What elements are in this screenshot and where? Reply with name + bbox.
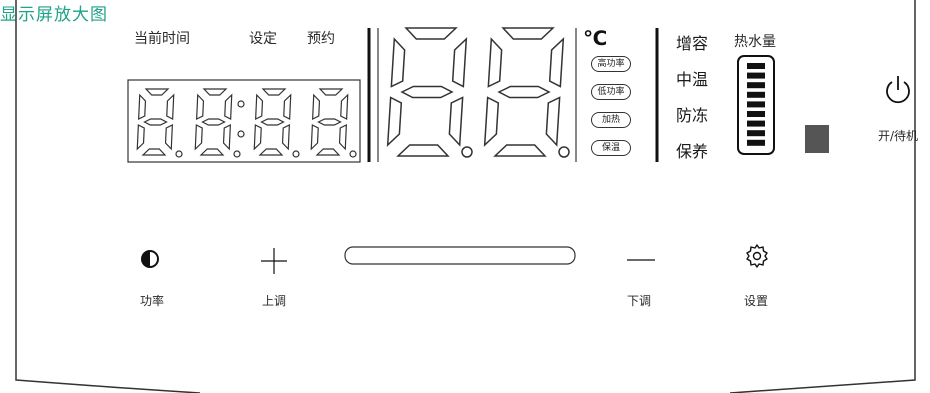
power-icon [886, 76, 910, 104]
function-capacity: 增容 [676, 34, 709, 53]
water-level-segment [747, 63, 765, 69]
settings-button[interactable] [744, 243, 770, 273]
set-label: 设定 [249, 31, 277, 47]
function-antifreeze: 防冻 [676, 106, 709, 125]
segment-b [340, 93, 349, 120]
settings-label: 设置 [744, 294, 769, 308]
decimal-dot [175, 150, 183, 158]
colon-dot [237, 100, 245, 108]
decimal-dot [233, 150, 241, 158]
segment-e [386, 96, 403, 147]
mode-heating: 加热 [591, 112, 631, 128]
water-level-segment [747, 120, 765, 127]
colon-dot [237, 130, 245, 138]
segment-d [199, 148, 225, 156]
water-level-segment [747, 139, 765, 146]
segment-c [222, 124, 232, 151]
segment-a [501, 27, 555, 40]
minus-icon [627, 259, 655, 261]
water-level-segment [747, 101, 765, 108]
down-button[interactable] [625, 250, 657, 274]
segment-e [136, 124, 145, 151]
segment-c [338, 124, 348, 151]
segment-f [487, 37, 503, 88]
power-rate-button[interactable] [140, 249, 160, 273]
segment-e [194, 124, 203, 151]
water-level-label: 热水量 [734, 34, 776, 50]
segment-a [318, 88, 344, 96]
gear-icon [746, 244, 768, 268]
function-mid-temp: 中温 [676, 70, 709, 89]
diagram-title: 显示屏放大图 [0, 5, 108, 25]
segment-b [283, 93, 292, 120]
power-rate-label: 功率 [140, 294, 165, 308]
clock-frame [127, 79, 361, 163]
segment-f [390, 37, 406, 88]
segment-g [143, 118, 168, 126]
segment-c [545, 96, 561, 147]
half-circle-icon [141, 250, 159, 268]
segment-d [493, 144, 547, 157]
segment-g [201, 118, 226, 126]
indicator-square [805, 125, 829, 153]
function-maintenance: 保养 [676, 142, 709, 161]
segment-b [451, 37, 468, 88]
water-level-segment [747, 111, 765, 117]
up-label: 上调 [262, 294, 287, 308]
segment-e [253, 124, 262, 151]
decimal-dot [349, 150, 357, 158]
segment-b [548, 37, 565, 88]
segment-f [254, 93, 264, 120]
power-label: 开/待机 [878, 129, 919, 143]
segment-g [400, 85, 454, 99]
segment-f [195, 93, 205, 120]
segment-g [317, 118, 342, 126]
segment-c [164, 124, 174, 151]
segment-d [396, 144, 450, 157]
mode-low-power: 低功率 [591, 84, 631, 100]
segment-c [281, 124, 291, 151]
segment-a [202, 88, 228, 96]
down-label: 下调 [627, 294, 652, 308]
celsius-unit: ℃ [583, 26, 608, 50]
water-level-frame [737, 55, 775, 155]
power-button[interactable] [883, 74, 913, 110]
segment-e [310, 124, 319, 151]
slider-track [344, 246, 576, 265]
segment-a [261, 88, 287, 96]
segment-b [166, 93, 175, 120]
water-level-segment [747, 72, 765, 79]
segment-g [260, 118, 285, 126]
water-level-segment [747, 130, 765, 137]
segment-d [315, 148, 341, 156]
decimal-dot [558, 146, 570, 158]
segment-d [141, 148, 167, 156]
segment-e [483, 96, 500, 147]
segment-f [311, 93, 321, 120]
segment-a [404, 27, 458, 40]
segment-a [144, 88, 170, 96]
water-level-segment [747, 82, 765, 89]
segment-c [448, 96, 464, 147]
segment-b [224, 93, 233, 120]
decimal-dot [292, 150, 300, 158]
decimal-dot [461, 146, 473, 158]
water-level-segment [747, 91, 765, 98]
mode-high-power: 高功率 [591, 56, 631, 72]
segment-g [497, 85, 551, 99]
up-button[interactable] [259, 246, 289, 280]
schedule-label: 预约 [307, 31, 335, 47]
mode-keep-warm: 保温 [591, 140, 631, 156]
segment-f [137, 93, 147, 120]
current-time-label: 当前时间 [134, 31, 190, 47]
plus-icon [261, 248, 287, 274]
segment-d [258, 148, 284, 156]
